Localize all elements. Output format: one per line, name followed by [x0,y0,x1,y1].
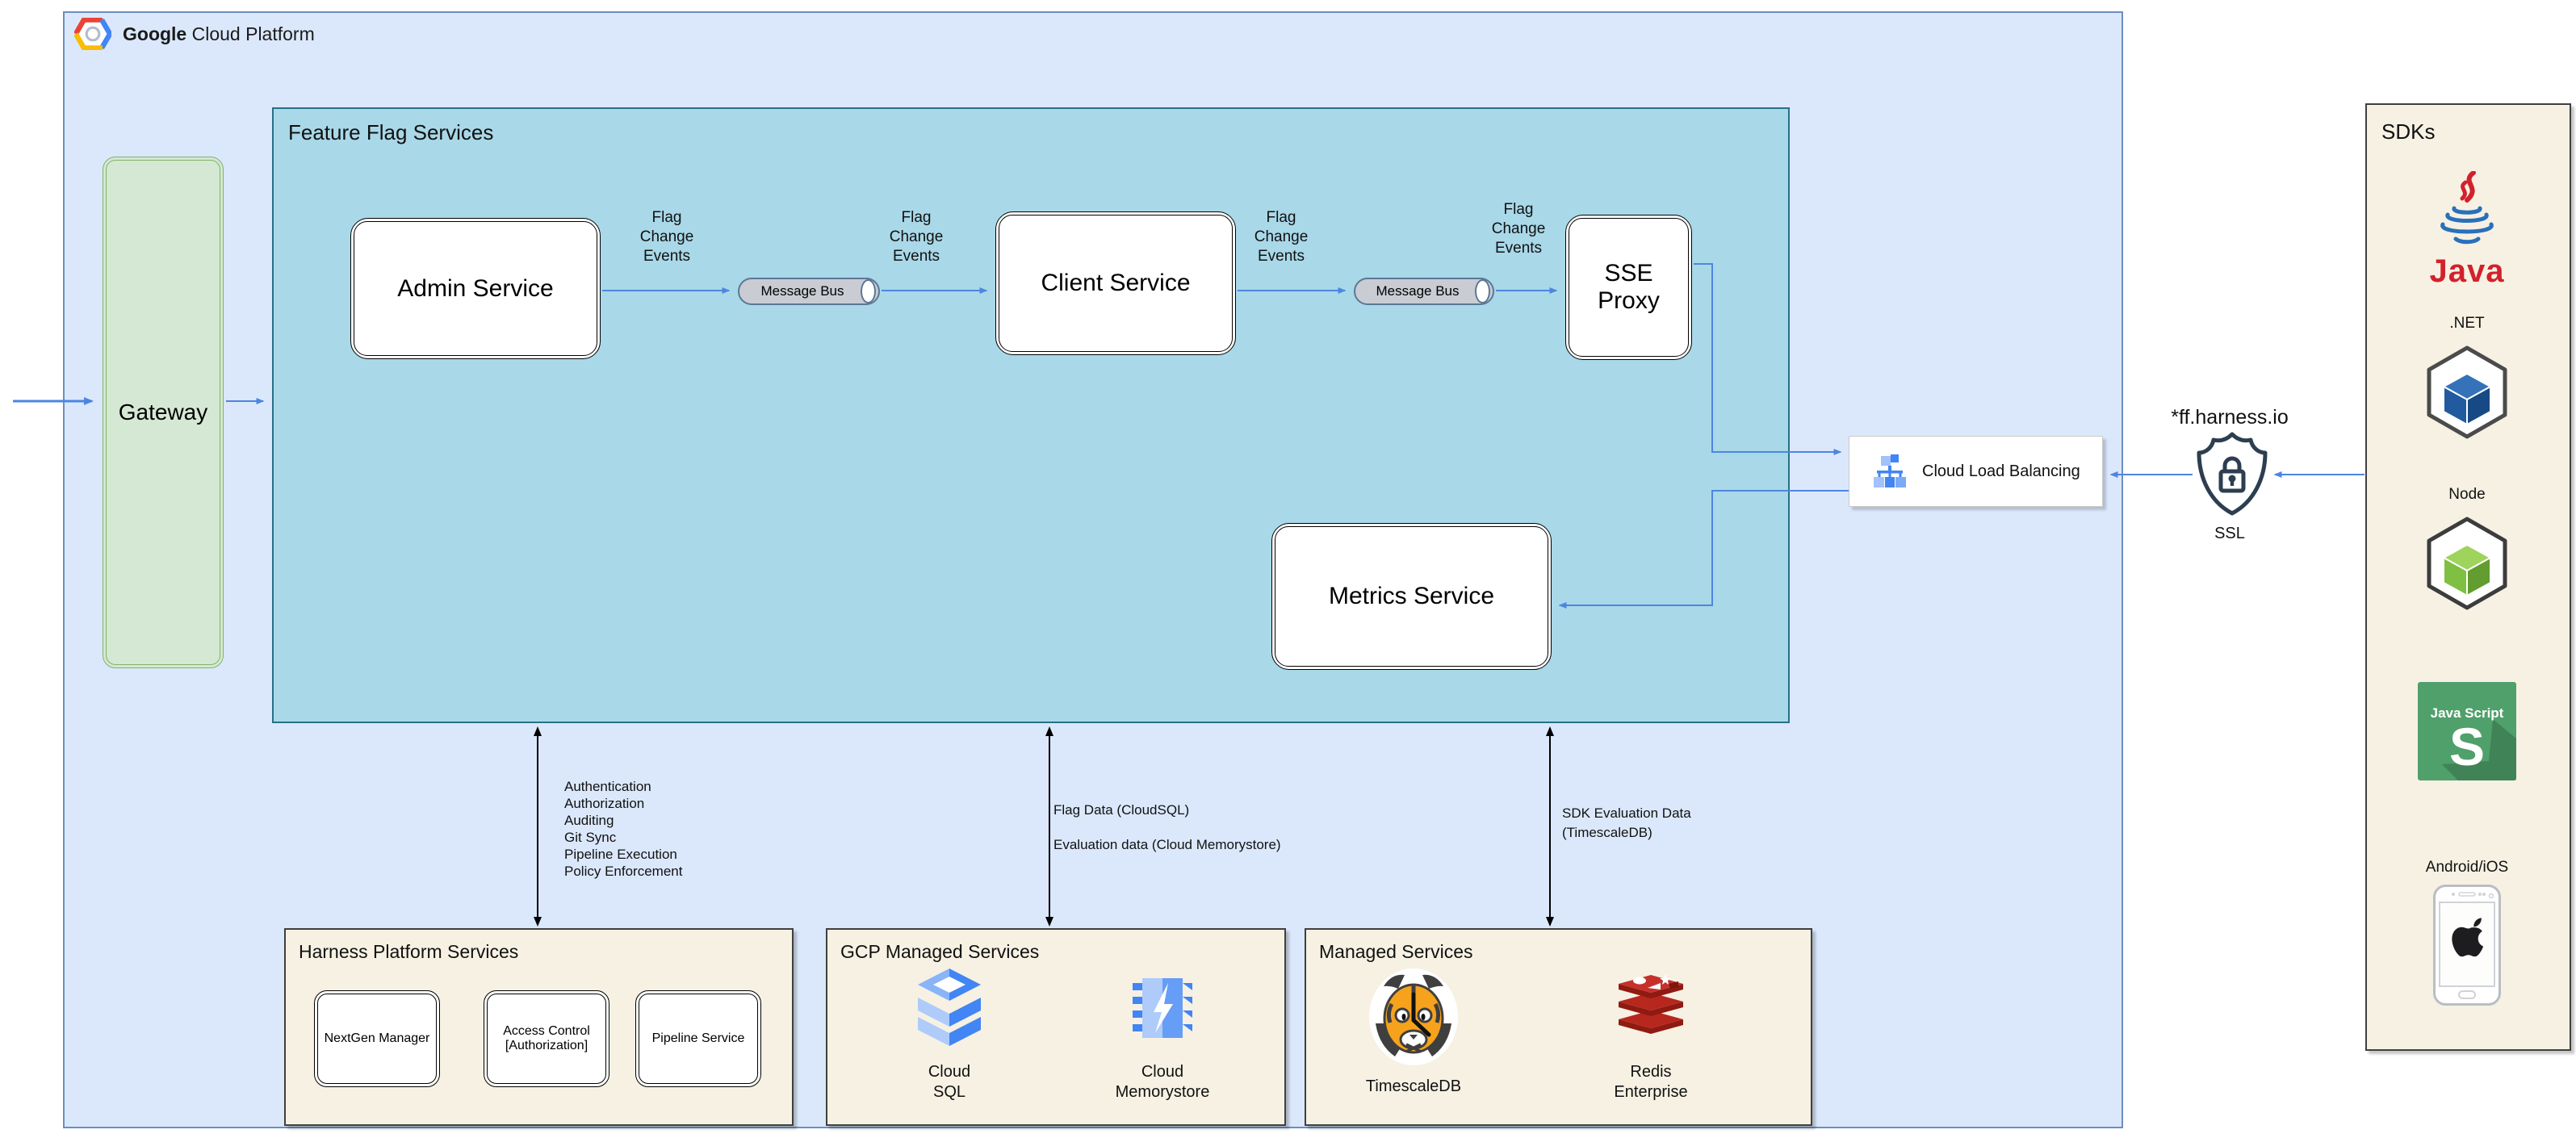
gcp-managed-title: GCP Managed Services [840,941,1040,962]
ssl-shield-lock-icon [2197,432,2268,516]
access-control-node: Access Control [Authorization] [484,990,609,1087]
gcp-header-text: Google Cloud Platform [123,23,315,45]
message-bus-2-node: Message Bus [1354,278,1494,305]
javascript-icon: Java Script S [2418,682,2516,780]
evaluation-data-note: Evaluation data (Cloud Memorystore) [1053,837,1281,852]
javascript-text: Java Script [2431,705,2504,721]
nextgen-manager-node: NextGen Manager [314,990,440,1087]
managed-services-title: Managed Services [1319,941,1473,962]
node-cube-icon [2427,517,2507,610]
gateway-node: Gateway [103,157,224,668]
flag-change-events-label-1: Flag Change Events [639,209,694,265]
gcp-header: Google Cloud Platform [74,18,315,50]
timescaledb-tiger-icon [1369,969,1458,1065]
pipeline-service-node: Pipeline Service [635,990,761,1087]
phone-apple-icon [2433,885,2501,1006]
java-logo-icon [2440,171,2494,245]
cloud-load-balancing-label: Cloud Load Balancing [1922,462,2080,480]
admin-service-node: Admin Service [350,218,601,359]
sdks-title: SDKs [2381,119,2436,144]
gcp-managed-services-box: GCP Managed Services [826,928,1286,1126]
domain-label: *ff.harness.io [2171,406,2289,429]
cloud-memorystore-caption: Cloud Memorystore [1115,1063,1210,1101]
feature-flag-services-box: Feature Flag Services [272,107,1790,723]
dotnet-cube-icon [2427,345,2507,439]
client-service-node: Client Service [995,211,1236,355]
capability-item: Authorization [564,796,645,811]
message-bus-1-label: Message Bus [760,283,844,299]
node-sdk-label: Node [2448,486,2486,503]
cylinder-cap-icon [861,279,876,303]
cylinder-cap-icon [1475,279,1490,303]
sse-proxy-node: SSE Proxy [1565,215,1692,360]
java-sdk-label: Java [2429,253,2505,289]
flag-data-note: Flag Data (CloudSQL) [1053,802,1190,818]
cloud-load-balancing-node: Cloud Load Balancing [1849,436,2103,507]
sdk-evaluation-note-line2: (TimescaleDB) [1562,825,1652,840]
cloud-memorystore-icon [1133,978,1192,1038]
mobile-sdk-label: Android/iOS [2425,859,2509,876]
redis-caption: Redis Enterprise [1614,1063,1688,1101]
capability-item: Git Sync [564,830,617,845]
gcp-product: Cloud Platform [191,23,315,44]
ssl-label: SSL [2214,525,2245,542]
redis-icon [1619,974,1683,1034]
cloud-sql-caption: Cloud SQL [928,1063,971,1101]
svg-text:S: S [2449,717,2485,776]
capability-item: Auditing [564,813,614,828]
feature-flag-services-title: Feature Flag Services [288,120,494,144]
timescaledb-caption: TimescaleDB [1365,1077,1462,1095]
flag-change-events-label-2: Flag Change Events [889,209,944,265]
capability-item: Authentication [564,779,651,794]
metrics-service-node: Metrics Service [1271,523,1552,670]
apple-logo-icon [2452,918,2484,957]
harness-platform-title: Harness Platform Services [299,941,519,962]
cloud-sql-icon [918,969,981,1046]
gcp-brand: Google [123,23,187,44]
load-balancer-icon [1874,454,1906,487]
platform-capabilities-list: Authentication Authorization Auditing Gi… [564,778,682,880]
gcp-logo-icon [74,18,111,50]
flag-change-events-label-4: Flag Change Events [1491,201,1546,257]
message-bus-2-label: Message Bus [1376,283,1460,299]
flag-change-events-label-3: Flag Change Events [1254,209,1309,265]
dotnet-sdk-label: .NET [2449,315,2485,332]
capability-item: Pipeline Execution [564,847,677,862]
message-bus-1-node: Message Bus [738,278,880,305]
capability-item: Policy Enforcement [564,864,683,879]
sdk-evaluation-note-line1: SDK Evaluation Data [1562,805,1691,821]
